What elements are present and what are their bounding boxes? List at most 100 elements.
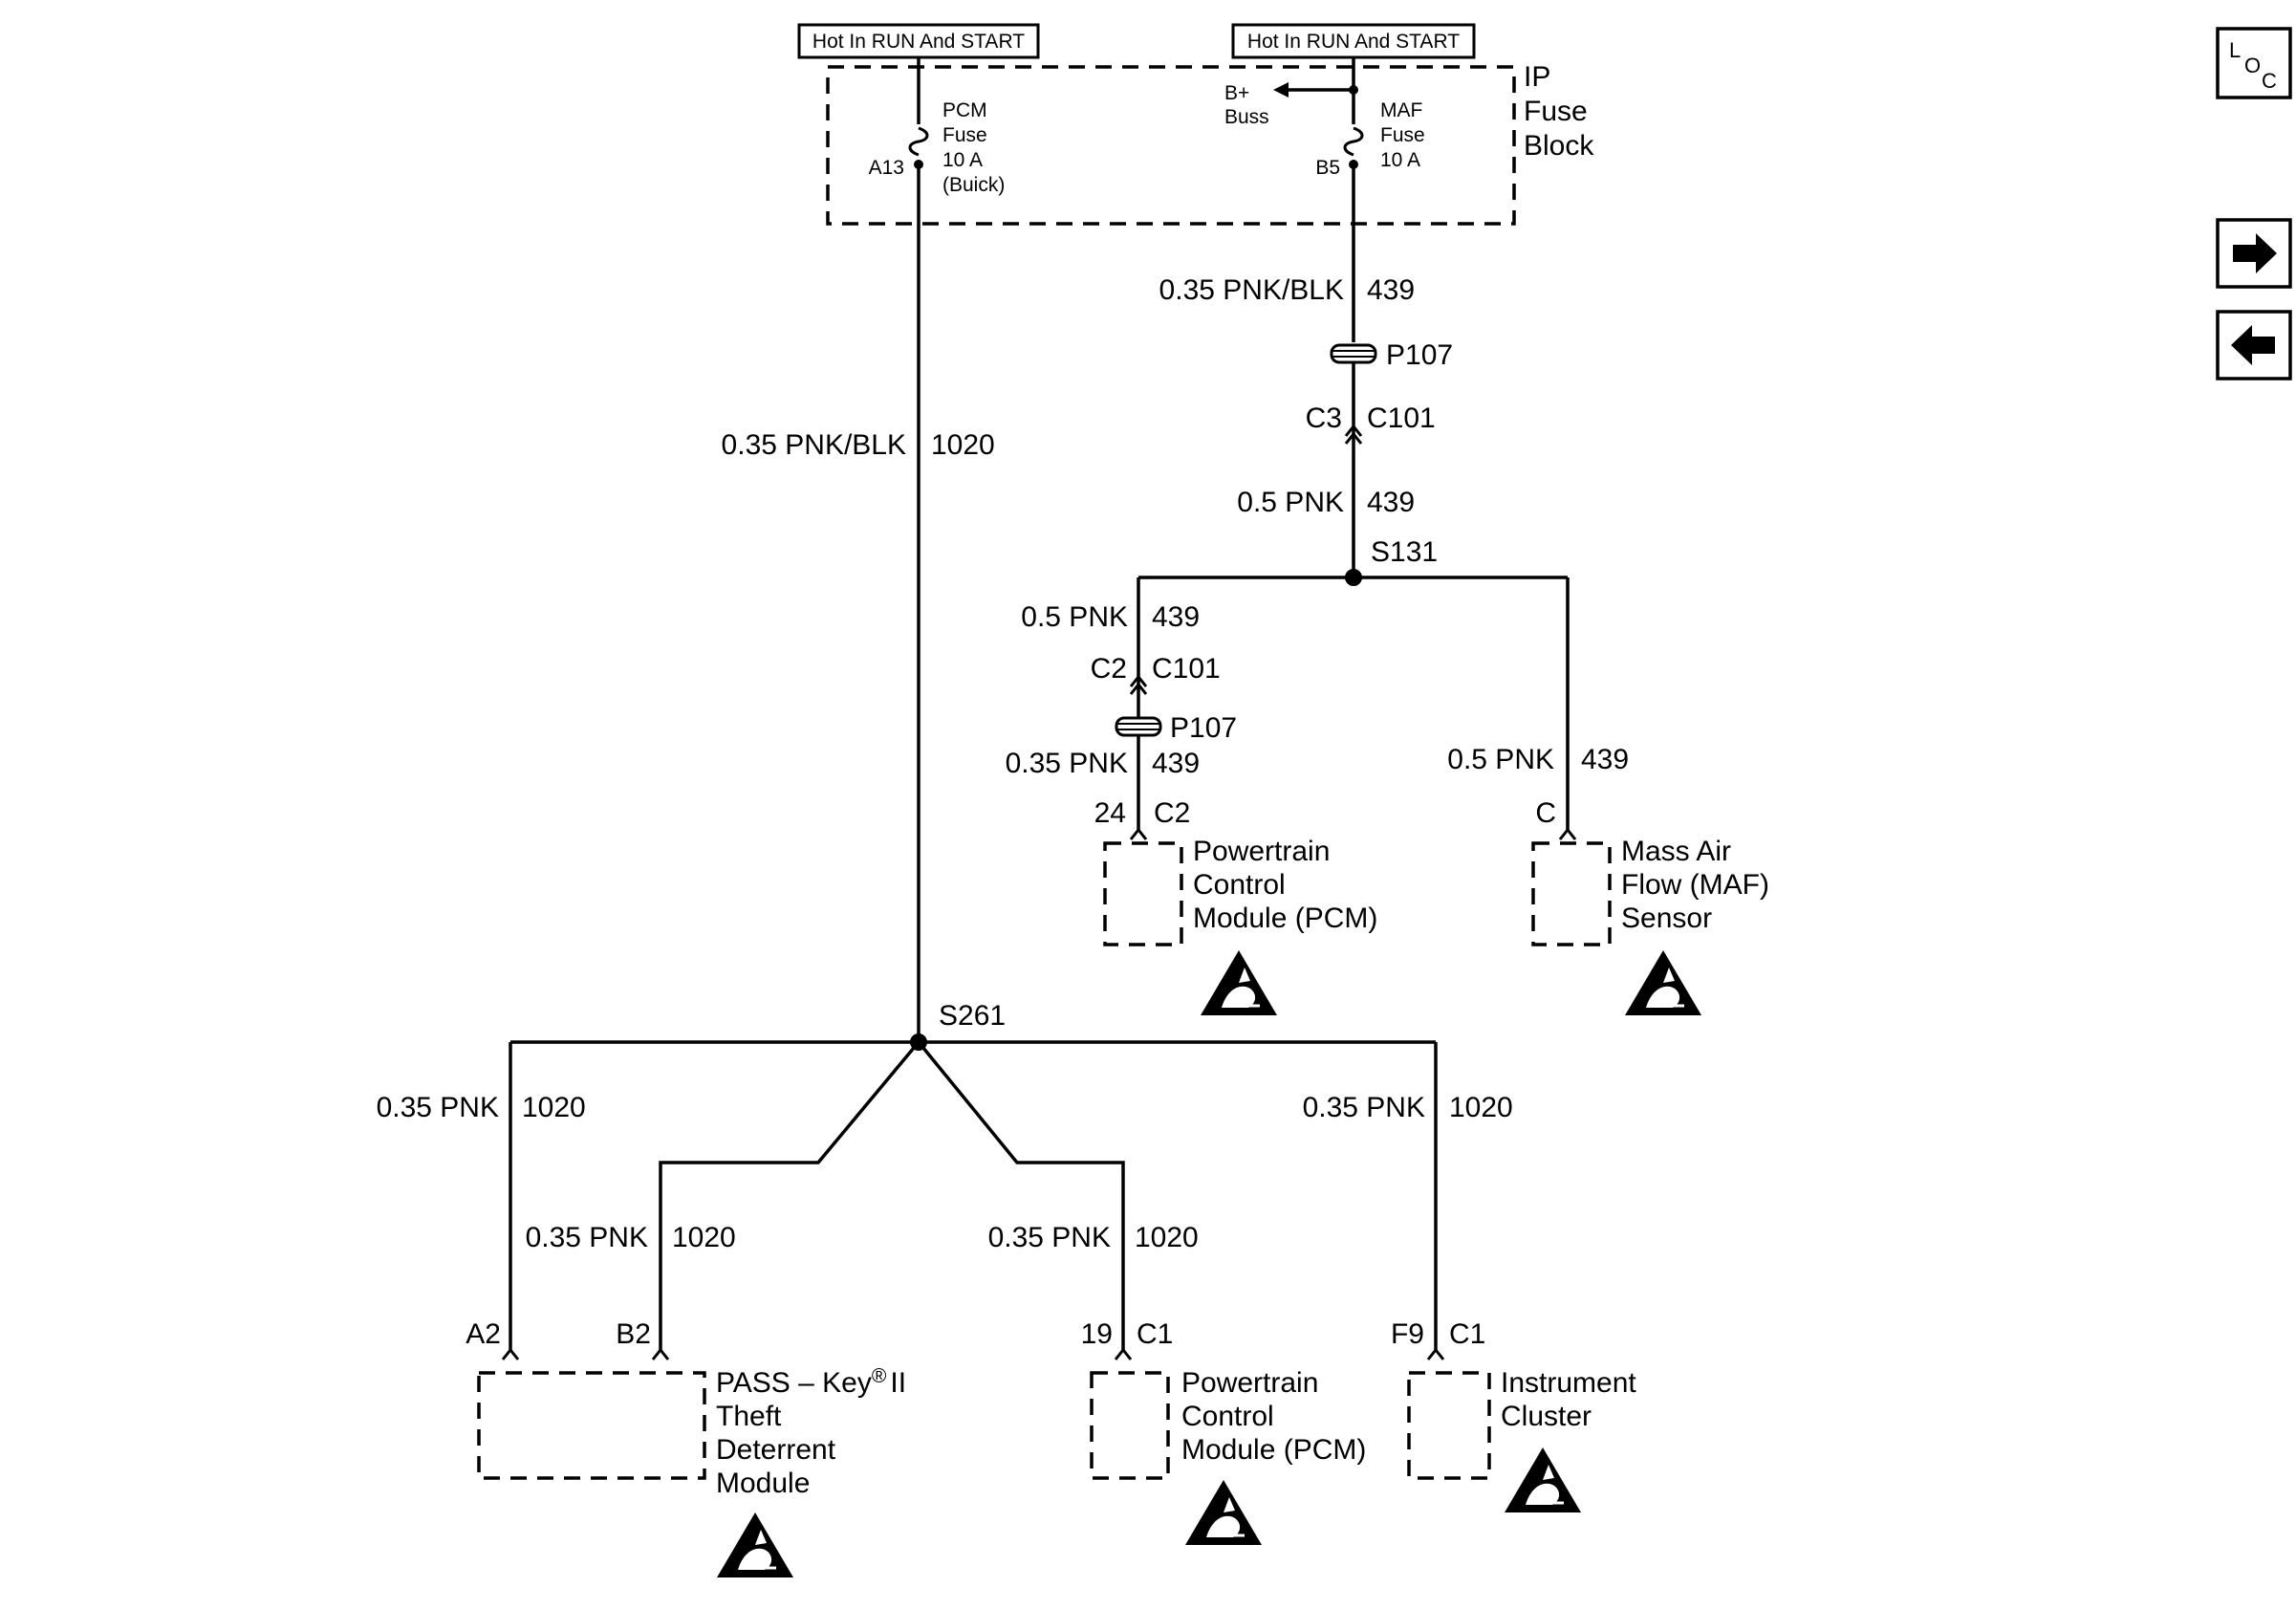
pcm-top-outline	[1103, 841, 1183, 946]
pcm-wire2-circuit: 439	[1152, 748, 1200, 779]
loc-button-o: O	[2244, 54, 2261, 77]
header-right: Hot In RUN And START	[1231, 23, 1476, 59]
loc-button-l: L	[2229, 38, 2241, 62]
fuse-block-outline	[826, 65, 1516, 226]
pass-b2-wire-circuit: 1020	[672, 1222, 736, 1253]
maf-fuse-label-2: Fuse	[1380, 124, 1425, 146]
pass-key-label-4: Module	[716, 1468, 810, 1499]
bplus-arrow-icon	[1273, 82, 1289, 98]
pcm-bottom-outline	[1090, 1371, 1170, 1480]
header-left: Hot In RUN And START	[797, 23, 1040, 59]
loc-button[interactable]: L O C	[2216, 27, 2292, 99]
pass-key-label-2: Theft	[716, 1401, 782, 1432]
ic-terminal-connector: C1	[1449, 1318, 1485, 1350]
pass-key-label-1: PASS – Key®II	[716, 1365, 906, 1399]
pass-b2-terminal: B2	[616, 1318, 651, 1350]
l-wire1-size: 0.35 PNK/BLK	[722, 429, 906, 461]
pass-b2-terminal-icon	[651, 1348, 670, 1361]
bplus-label-2: Buss	[1224, 106, 1269, 128]
back-button[interactable]	[2216, 310, 2292, 381]
pass-b2-wire	[659, 1040, 921, 1350]
loc-button-c: C	[2262, 69, 2277, 93]
pass-a2-wire-circuit: 1020	[522, 1092, 586, 1123]
fuse-block-label-2: Fuse	[1524, 96, 1588, 127]
pcm-bottom-esd-icon	[1183, 1478, 1264, 1547]
pass-key-label-1-main: PASS – Key	[716, 1367, 872, 1399]
s131-label: S131	[1371, 536, 1438, 568]
pass-key-reg: ®	[872, 1365, 887, 1387]
pcm-top-esd-icon	[1199, 948, 1279, 1017]
pcm-fuse-label-4: (Buick)	[942, 174, 1005, 196]
arrow-right-icon	[2233, 233, 2277, 273]
header-right-label: Hot In RUN And START	[1247, 31, 1460, 53]
pcm-bottom-label-2: Control	[1181, 1401, 1274, 1432]
s261-label: S261	[939, 1000, 1006, 1032]
r-connector-pin: C3	[1306, 402, 1342, 434]
pcm-bottom-wire	[917, 1040, 1125, 1350]
maf-label-1: Mass Air	[1621, 836, 1731, 867]
header-left-label: Hot In RUN And START	[812, 31, 1025, 53]
pcm-bottom-terminal-connector: C1	[1137, 1318, 1173, 1350]
ic-terminal-icon	[1426, 1348, 1445, 1361]
back-button-frame[interactable]	[2216, 310, 2292, 381]
r-connector-name: C101	[1367, 402, 1436, 434]
maf-sensor-outline	[1531, 841, 1612, 946]
forward-button-frame[interactable]	[2216, 218, 2292, 289]
pcm-wire2-size: 0.35 PNK	[1006, 748, 1128, 779]
ic-outline	[1407, 1371, 1491, 1480]
r-passthrough-label: P107	[1386, 339, 1453, 371]
maf-wire-circuit: 439	[1581, 744, 1629, 775]
maf-label-3: Sensor	[1621, 903, 1712, 934]
pcm-top-label-3: Module (PCM)	[1193, 903, 1377, 934]
r-wire2-circuit: 439	[1367, 487, 1415, 518]
fuse-block-label-3: Block	[1524, 130, 1594, 162]
pcm-fuse-terminal: A13	[869, 157, 904, 179]
maf-label-2: Flow (MAF)	[1621, 869, 1769, 901]
l-wire1-circuit: 1020	[931, 429, 995, 461]
pcm-fuse-label-3: 10 A	[942, 149, 983, 171]
pass-a2-terminal: A2	[466, 1318, 501, 1350]
pass-key-outline	[477, 1371, 706, 1480]
pcm-wire1-size: 0.5 PNK	[1021, 601, 1128, 633]
ic-label-1: Instrument	[1501, 1367, 1636, 1399]
pcm-top-label-1: Powertrain	[1193, 836, 1330, 867]
pcm-connector-name: C101	[1152, 653, 1221, 685]
maf-terminal-pin: C	[1535, 797, 1556, 829]
maf-wire-size: 0.5 PNK	[1447, 744, 1554, 775]
pcm-fuse-label-2: Fuse	[942, 124, 987, 146]
maf-terminal-icon	[1558, 828, 1577, 841]
maf-esd-icon	[1623, 948, 1703, 1017]
r-wire1-circuit: 439	[1367, 274, 1415, 306]
maf-fuse-label-1: MAF	[1380, 99, 1422, 121]
pcm-bottom-terminal-icon	[1114, 1348, 1133, 1361]
ic-label-2: Cluster	[1501, 1401, 1592, 1432]
r-wire2-size: 0.5 PNK	[1237, 487, 1344, 518]
pcm-bottom-label-1: Powertrain	[1181, 1367, 1318, 1399]
ic-wire-size: 0.35 PNK	[1303, 1092, 1425, 1123]
pass-a2-wire-size: 0.35 PNK	[377, 1092, 499, 1123]
pcm-bottom-wire-circuit: 1020	[1135, 1222, 1199, 1253]
pass-key-label-1-suffix: II	[890, 1367, 906, 1399]
pass-a2-terminal-icon	[501, 1348, 520, 1361]
forward-button[interactable]	[2216, 218, 2292, 289]
arrow-left-icon	[2231, 325, 2275, 365]
pcm-wire1-circuit: 439	[1152, 601, 1200, 633]
pass-b2-wire-size: 0.35 PNK	[526, 1222, 648, 1253]
pcm-connector-pin: C2	[1091, 653, 1127, 685]
loc-button-frame[interactable]	[2216, 27, 2292, 99]
pcm-top-terminal-icon	[1129, 828, 1148, 841]
maf-fuse-icon	[1343, 126, 1364, 157]
pcm-top-terminal-pin: 24	[1094, 797, 1126, 829]
pcm-fuse-icon	[908, 126, 929, 157]
ic-terminal-pin: F9	[1391, 1318, 1424, 1350]
pcm-passthrough-icon	[1115, 716, 1162, 737]
pcm-top-terminal-connector: C2	[1154, 797, 1190, 829]
r-wire1-size: 0.35 PNK/BLK	[1159, 274, 1344, 306]
pcm-bottom-label-3: Module (PCM)	[1181, 1434, 1366, 1466]
ic-esd-icon	[1503, 1446, 1583, 1514]
maf-fuse-terminal: B5	[1315, 157, 1340, 179]
pass-key-esd-icon	[715, 1511, 795, 1579]
r-passthrough-icon	[1330, 343, 1377, 364]
pcm-bottom-wire-size: 0.35 PNK	[988, 1222, 1111, 1253]
